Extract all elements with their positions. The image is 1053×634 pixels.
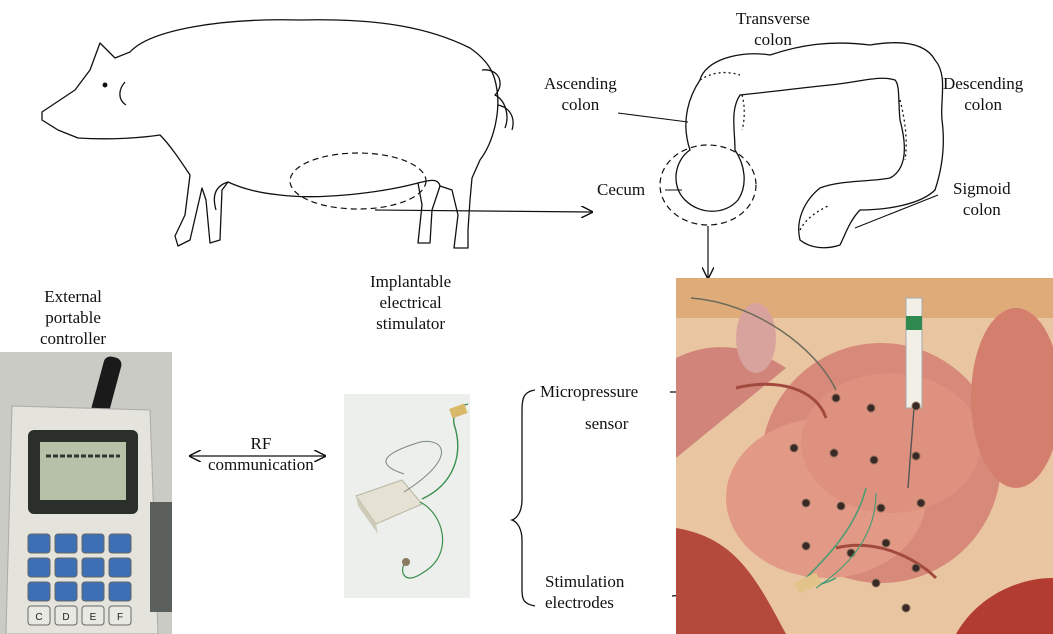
curly-brace [512, 390, 535, 606]
keypad-key [55, 534, 77, 553]
electrode-dot [870, 456, 878, 464]
keypad-key-label: C [35, 612, 42, 623]
electrode-dot [847, 549, 855, 557]
electrode-dot [917, 499, 925, 507]
electrode-dot [832, 394, 840, 402]
controller-photo: C D E F [0, 352, 172, 634]
keypad-key [28, 534, 50, 553]
keypad-key [82, 534, 104, 553]
electrode-dot [912, 402, 920, 410]
electrode-dot [837, 502, 845, 510]
electrode-dot [877, 504, 885, 512]
keypad-key [28, 558, 50, 577]
keypad-key-label: D [62, 612, 69, 623]
stimulator-photo [344, 394, 470, 598]
electrode-dot [912, 452, 920, 460]
keypad-key [109, 582, 131, 601]
electrode-dot [802, 542, 810, 550]
sensor-label: sensor [585, 413, 628, 434]
keypad-key [82, 582, 104, 601]
keypad-key-label: F [117, 612, 123, 623]
cecum-label: Cecum [597, 179, 645, 200]
keypad-key [109, 534, 131, 553]
keypad-key [55, 582, 77, 601]
electrode-dot [882, 539, 890, 547]
keypad-key [109, 558, 131, 577]
keypad-key [55, 558, 77, 577]
electrode-dot [830, 449, 838, 457]
implant-site-ellipse [290, 153, 426, 209]
micropressure-label: Micropressure [540, 381, 638, 402]
keypad-key [28, 582, 50, 601]
cecum-ellipse [660, 145, 756, 225]
electrode-dot [867, 404, 875, 412]
electrode-dot [790, 444, 798, 452]
surgery-photo [676, 278, 1053, 634]
electrode-dot [802, 499, 810, 507]
keypad-key [82, 558, 104, 577]
electrode-dot [872, 579, 880, 587]
keypad-key-label: E [90, 612, 97, 623]
electrode-dot [902, 604, 910, 612]
electrode-dot [912, 564, 920, 572]
pig-drawing [42, 20, 513, 248]
